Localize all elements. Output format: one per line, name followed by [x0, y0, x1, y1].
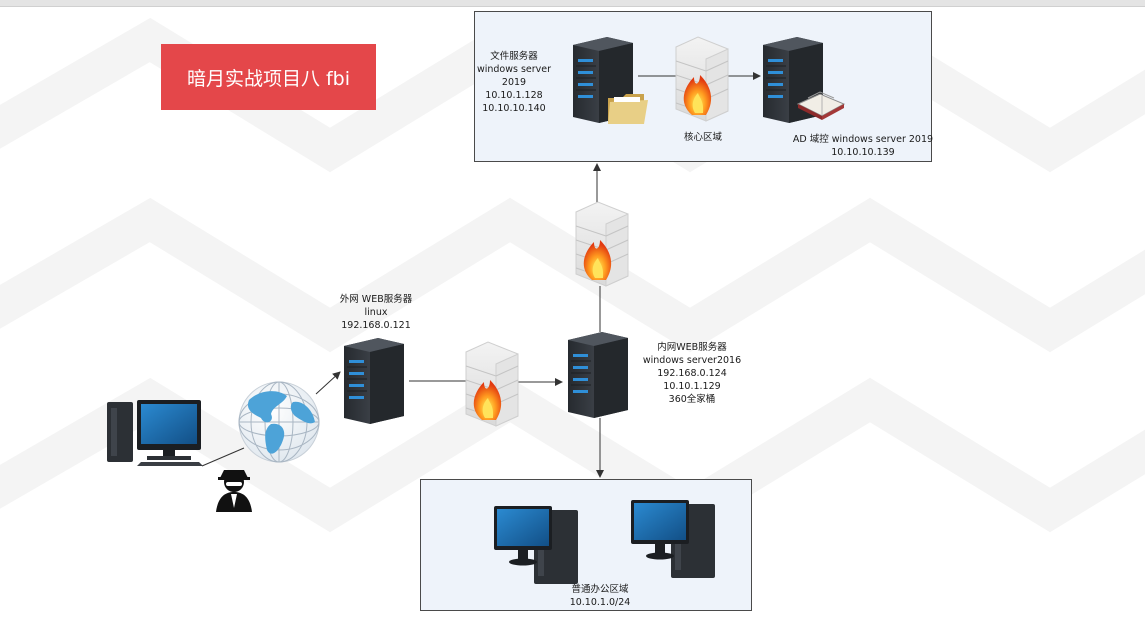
diagram-title: 暗月实战项目八 fbi [161, 44, 376, 110]
folder-icon [608, 94, 648, 124]
file-server-label: 文件服务器 windows server 2019 10.10.1.128 10… [476, 51, 552, 114]
core-zone-label: 核心区域 [683, 132, 722, 143]
dmz-firewall-icon [465, 341, 519, 427]
internal-web-server-icon [567, 331, 629, 419]
core-firewall-icon [675, 36, 729, 122]
external-web-server-label: 外网 WEB服务器 linux 192.168.0.121 [339, 294, 413, 331]
office-computer-1-icon [494, 506, 578, 584]
internal-web-server-label: 内网WEB服务器 windows server2016 192.168.0.12… [642, 342, 742, 405]
workstation-icon [107, 400, 203, 466]
office-zone-label: 普通办公区域 10.10.1.0/24 [569, 584, 631, 608]
external-web-server-icon [343, 337, 405, 425]
connector-workstation-to-globe [201, 447, 245, 467]
perimeter-firewall-icon [575, 201, 629, 287]
book-icon [796, 91, 846, 120]
ad-server-label: AD 域控 windows server 2019 10.10.10.139 [792, 134, 934, 158]
office-computer-2-icon [631, 500, 715, 578]
connector-globe-to-external [315, 371, 341, 395]
hacker-icon [216, 470, 252, 512]
top-bar [0, 0, 1145, 7]
globe-icon [238, 381, 320, 463]
